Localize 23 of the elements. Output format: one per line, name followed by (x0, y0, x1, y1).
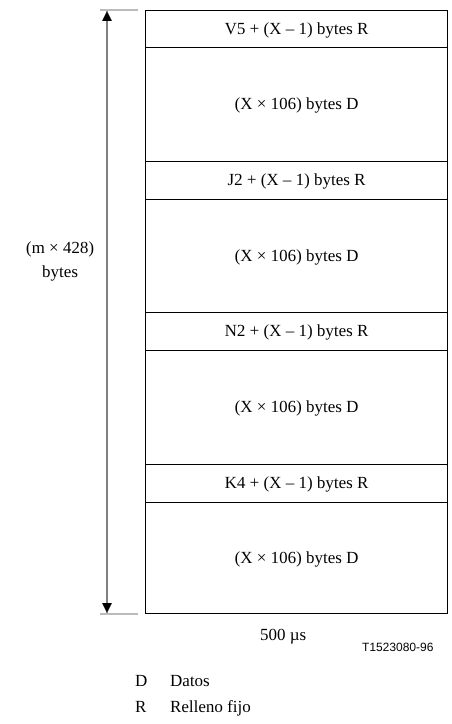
fixed-stuff-band (145, 464, 448, 503)
key-letter: D (135, 671, 148, 691)
band-label: (X × 106) bytes D (234, 548, 358, 568)
data-band (145, 47, 448, 162)
width-label: 500 µs (260, 625, 306, 645)
band-label: (X × 106) bytes D (234, 397, 358, 417)
band-label: V5 + (X – 1) bytes R (224, 19, 368, 39)
data-band (145, 502, 448, 614)
band-label: (X × 106) bytes D (234, 94, 358, 114)
fixed-stuff-band (145, 312, 448, 351)
band-label: N2 + (X – 1) bytes R (224, 321, 368, 341)
figure-id: T1523080-96 (362, 640, 434, 654)
data-band (145, 350, 448, 465)
fixed-stuff-band (145, 161, 448, 200)
band-label: (X × 106) bytes D (234, 246, 358, 266)
band-label: K4 + (X – 1) bytes R (224, 473, 368, 493)
fixed-stuff-band (145, 10, 448, 48)
band-label: J2 + (X – 1) bytes R (227, 170, 366, 190)
key-letter: R (135, 697, 146, 717)
key-text: Relleno fijo (170, 697, 251, 717)
key-text: Datos (170, 671, 210, 691)
dimension-label: (m × 428) bytes (24, 237, 96, 283)
data-band (145, 199, 448, 313)
